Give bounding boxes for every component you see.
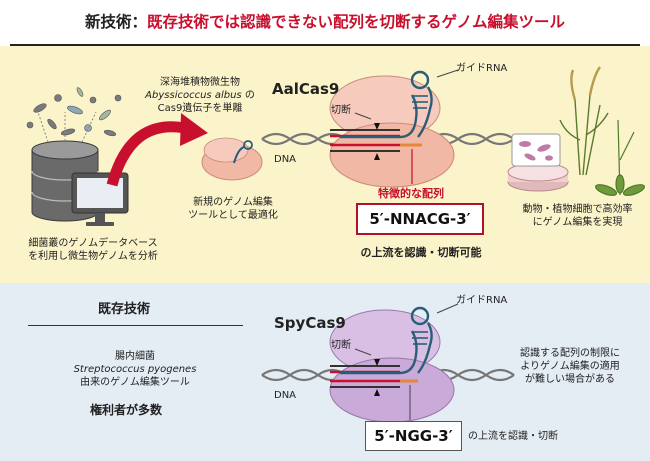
petri-dish-icon xyxy=(507,162,569,192)
title-divider xyxy=(10,44,640,46)
cut-site-markers-bottom xyxy=(354,348,380,396)
application-caption: 動物・植物細胞で高効率 にゲノム編集を実現 xyxy=(522,204,633,228)
existing-tech-title: 既存技術 xyxy=(98,302,151,317)
cut-site-markers-top xyxy=(354,112,380,160)
cut-label-top: 切断 xyxy=(331,105,351,116)
microbes-icon xyxy=(26,87,122,137)
dna-label-bottom: DNA xyxy=(274,390,297,401)
source-line-3: Cas9遺伝子を単離 xyxy=(157,103,243,114)
origin-description: 腸内細菌 Streptococcus pyogenes 由来のゲノム編集ツール xyxy=(55,350,215,389)
guide-rna-label-top: ガイドRNA xyxy=(456,63,508,74)
recognition-caption-top: の上流を認識・切断可能 xyxy=(360,246,482,259)
origin-line-3: 由来のゲノム編集ツール xyxy=(80,377,190,388)
source-species: Abyssicoccus albus xyxy=(145,90,242,101)
figure-title: 新技術：既存技術では認識できない配列を切断するゲノム編集ツール xyxy=(0,0,650,44)
database-caption: 細菌叢のゲノムデータベース を利用し微生物ゲノムを分析 xyxy=(28,238,158,262)
arabidopsis-plant-icon xyxy=(594,119,646,196)
rights-holders-note: 権利者が多数 xyxy=(90,403,163,417)
analysis-dotted-lines xyxy=(37,111,97,143)
aalcas9-protein xyxy=(329,75,455,188)
red-curved-arrow xyxy=(106,113,208,187)
cells-callout-icon xyxy=(511,133,561,167)
aalcas9-label: AalCas9 xyxy=(272,80,340,98)
source-line-1: 深海堆積物微生物 xyxy=(160,77,240,88)
optimize-caption: 新規のゲノム編集 ツールとして最適化 xyxy=(188,197,278,221)
guide-rna-bottom xyxy=(340,303,459,375)
recognition-caption-bottom: の上流を認識・切断 xyxy=(468,431,558,442)
existing-tech-divider xyxy=(28,325,243,326)
aalcas9-sequence-box: 5′-NNACG-3′ xyxy=(356,203,484,235)
source-suffix: の xyxy=(244,90,255,101)
feature-sequence-label: 特徴的な配列 xyxy=(378,187,444,200)
small-cas9-icon xyxy=(201,137,263,181)
guide-rna-label-bottom: ガイドRNA xyxy=(456,295,508,306)
source-description: 深海堆積物微生物 Abyssicoccus albus の Cas9遺伝子を単離 xyxy=(125,76,275,115)
dna-label-top: DNA xyxy=(274,154,297,165)
spycas9-label: SpyCas9 xyxy=(274,314,346,332)
rice-plant-icon xyxy=(559,66,609,176)
title-main: 既存技術では認識できない配列を切断するゲノム編集ツール xyxy=(146,13,566,31)
guide-rna-top xyxy=(340,69,459,139)
cut-label-bottom: 切断 xyxy=(331,340,351,351)
title-prefix: 新技術： xyxy=(84,13,147,31)
origin-line-1: 腸内細菌 xyxy=(115,351,155,362)
spycas9-sequence-box: 5′-NGG-3′ xyxy=(365,421,462,451)
limitation-caption: 認識する配列の制限に よりゲノム編集の適用 が難しい場合がある xyxy=(520,348,620,385)
origin-species: Streptococcus pyogenes xyxy=(73,364,197,375)
